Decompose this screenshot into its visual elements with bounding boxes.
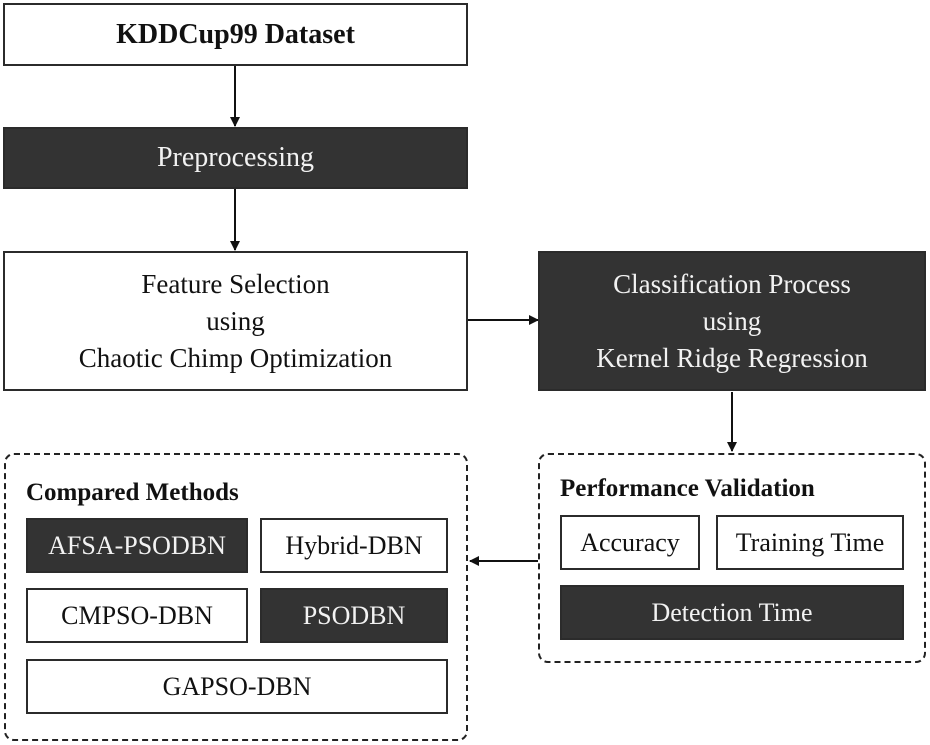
dataset-label: KDDCup99 Dataset	[116, 18, 355, 50]
preprocessing-label: Preprocessing	[156, 142, 315, 173]
dataset-box: KDDCup99 Dataset	[3, 3, 468, 66]
metric-detection-time-label: Detection Time	[651, 597, 813, 627]
method-gapso-dbn: GAPSO-DBN	[26, 659, 448, 714]
metric-training-time: Training Time	[716, 515, 904, 570]
metric-detection-time: Detection Time	[560, 585, 904, 640]
feature-selection-box: Feature Selection using Chaotic Chimp Op…	[3, 251, 468, 391]
method-psodbn-label: PSODBN	[302, 600, 406, 630]
classification-line-3: Kernel Ridge Regression	[596, 342, 868, 373]
method-hybrid-dbn-label: Hybrid-DBN	[285, 530, 423, 560]
method-cmpso-dbn-label: CMPSO-DBN	[61, 600, 213, 630]
classification-line-2: using	[702, 305, 762, 336]
method-gapso-dbn-label: GAPSO-DBN	[162, 671, 312, 701]
method-afsa-psodbn: AFSA-PSODBN	[26, 518, 248, 573]
metric-training-time-label: Training Time	[735, 527, 885, 557]
compared-methods-group: Compared Methods AFSA-PSODBN Hybrid-DBN …	[4, 453, 468, 741]
feature-selection-line-1: Feature Selection	[141, 268, 330, 299]
classification-box: Classification Process using Kernel Ridg…	[538, 251, 926, 391]
classification-line-1: Classification Process	[613, 268, 851, 299]
compared-methods-title: Compared Methods	[26, 479, 239, 506]
performance-validation-group: Performance Validation Accuracy Training…	[538, 453, 926, 663]
preprocessing-box: Preprocessing	[3, 127, 468, 189]
method-cmpso-dbn: CMPSO-DBN	[26, 588, 248, 643]
feature-selection-line-3: Chaotic Chimp Optimization	[78, 342, 393, 373]
method-afsa-psodbn-label: AFSA-PSODBN	[48, 530, 226, 560]
metric-accuracy-label: Accuracy	[580, 527, 680, 557]
metric-accuracy: Accuracy	[560, 515, 700, 570]
feature-selection-line-2: using	[206, 305, 265, 336]
method-psodbn: PSODBN	[260, 588, 448, 643]
performance-validation-title: Performance Validation	[560, 475, 815, 502]
method-hybrid-dbn: Hybrid-DBN	[260, 518, 448, 573]
